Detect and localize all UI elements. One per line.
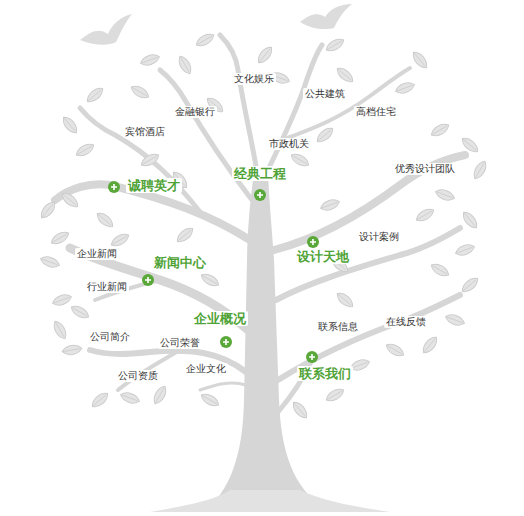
menu-item: 优秀设计团队 [393,163,457,175]
menu-item: 在线反馈 [384,316,428,328]
section-heading: 诚聘英才 [126,178,182,193]
menu-item: 设计案例 [357,231,401,243]
section-heading: 联系我们 [297,366,353,381]
menu-item: 金融银行 [173,106,217,118]
menu-item: 宾馆酒店 [123,126,167,138]
menu-item: 公司简介 [88,331,132,343]
menu-item: 企业新闻 [75,248,119,260]
section-heading: 企业概况 [192,311,248,326]
section-heading: 新闻中心 [152,255,208,270]
menu-item: 行业新闻 [85,281,129,293]
menu-item: 企业文化 [184,363,228,375]
menu-item: 公共建筑 [303,88,347,100]
menu-item: 高档住宅 [354,106,398,118]
section-heading: 经典工程 [232,166,288,181]
menu-item: 公司荣誉 [158,337,202,349]
section-heading: 设计天地 [295,249,351,264]
menu-item: 联系信息 [316,321,360,333]
menu-item: 市政机关 [267,138,311,150]
menu-item: 文化娱乐 [232,73,276,85]
menu-item: 公司资质 [116,370,160,382]
